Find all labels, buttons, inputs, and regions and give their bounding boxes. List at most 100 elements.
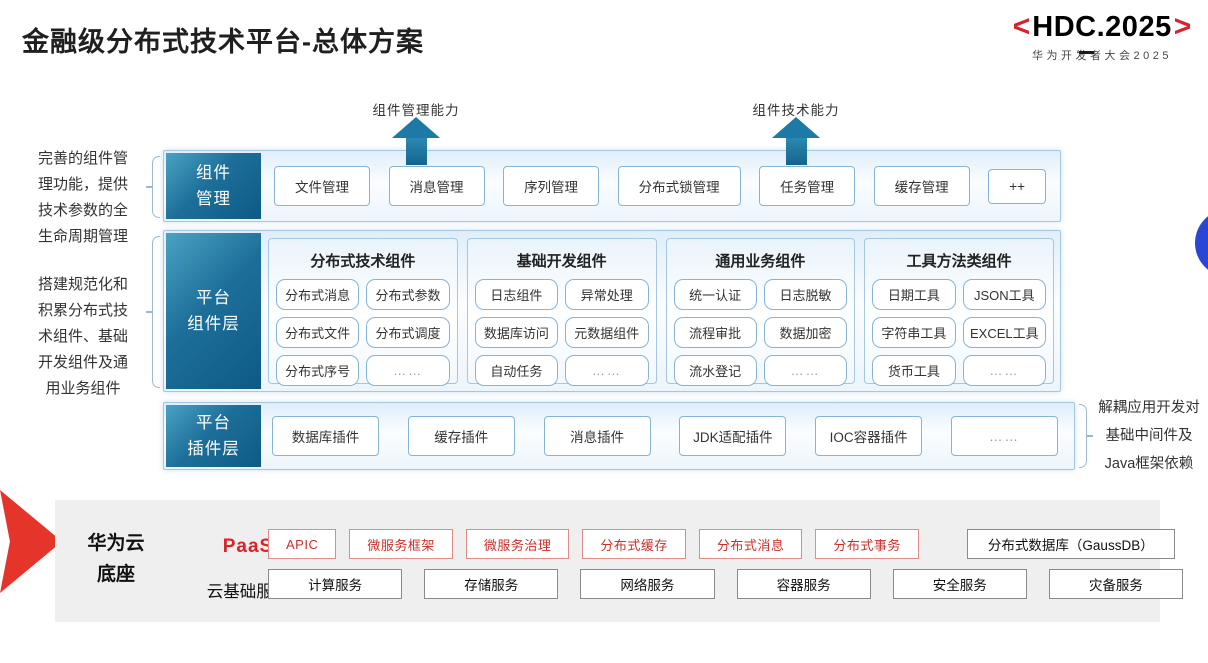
component-chip: 异常处理	[565, 279, 649, 310]
paas-items: APIC 微服务框架微服务治理分布式缓存分布式消息分布式事务 分布式数据库（Gau…	[268, 529, 1175, 559]
paas-chip: 微服务框架	[349, 529, 453, 559]
layer-label-platform-plugins: 平台 插件层	[166, 405, 261, 467]
component-chip: ……	[763, 355, 848, 386]
component-chip: 日志组件	[474, 279, 559, 310]
paas-label: PaaS	[222, 536, 274, 557]
up-arrow-technology-icon	[772, 117, 820, 165]
component-chip: 数据加密	[763, 317, 848, 348]
arrow-label-technology: 组件技术能力	[752, 103, 840, 118]
arrow-label-management: 组件管理能力	[372, 103, 460, 118]
row-component-management: 组件 管理 文件管理消息管理序列管理分布式锁管理任务管理缓存管理 ++	[163, 150, 1061, 222]
cloud-service-chip: 容器服务	[736, 569, 871, 599]
component-chip: 日期工具	[872, 279, 956, 310]
component-chip: ……	[366, 355, 450, 386]
paas-chip: 分布式事务	[815, 529, 919, 559]
group-title: 分布式技术组件	[310, 253, 416, 270]
plugin-chip: IOC容器插件	[815, 416, 923, 456]
component-chip: ……	[962, 355, 1046, 386]
cloud-service-items: 计算服务存储服务网络服务容器服务安全服务灾备服务	[268, 569, 1184, 599]
note-platform-components: 搭建规范化和 积累分布式技 术组件、基础 开发组件及通 用业务组件	[37, 276, 128, 397]
paas-chip: 分布式缓存	[582, 529, 686, 559]
component-chip: 字符串工具	[872, 317, 956, 348]
cloud-service-chip: 安全服务	[892, 569, 1027, 599]
group-grid: 统一认证日志脱敏流程审批数据加密流水登记……	[673, 279, 848, 386]
component-management-chip: 缓存管理	[873, 166, 970, 206]
component-chip: 流程审批	[673, 317, 757, 348]
arrow-stem	[405, 138, 427, 165]
group-distributed-tech: 分布式技术组件 分布式消息分布式参数分布式文件分布式调度分布式序号……	[268, 238, 458, 386]
component-chip: JSON工具	[962, 279, 1046, 310]
hdc-logo: < HDC.2025 > 华为开发者大会2025	[1000, 10, 1204, 63]
row-platform-components: 平台 组件层 分布式技术组件 分布式消息分布式参数分布式文件分布式调度分布式序号…	[163, 230, 1061, 392]
row-platform-plugins: 平台 插件层 数据库插件缓存插件消息插件 JDK适配插件 IOC容器插件 ……	[163, 402, 1075, 470]
blue-circle-decoration	[1195, 209, 1208, 277]
brace-component-management	[146, 156, 160, 218]
component-chip: 分布式序号	[276, 355, 360, 386]
brace-platform-components	[146, 236, 160, 388]
component-chip: 分布式消息	[276, 279, 360, 310]
component-chip: 自动任务	[474, 355, 559, 386]
plugin-chip: JDK适配插件	[679, 416, 787, 456]
arrow-head	[392, 117, 440, 138]
plugin-chip: 缓存插件	[407, 416, 515, 456]
cloud-service-chip: 网络服务	[580, 569, 715, 599]
logo-left-angle-icon: <	[1012, 10, 1031, 43]
logo-right-angle-icon: >	[1173, 10, 1192, 43]
layer-label-platform-components: 平台 组件层	[166, 233, 261, 389]
group-grid: 分布式消息分布式参数分布式文件分布式调度分布式序号……	[276, 279, 450, 386]
brace-platform-plugins	[1079, 404, 1093, 468]
arrow-head	[772, 117, 820, 138]
group-grid: 日志组件异常处理数据库访问元数据组件自动任务……	[474, 279, 649, 386]
component-management-chip: 任务管理	[759, 166, 856, 206]
page-title: 金融级分布式技术平台-总体方案	[22, 27, 424, 57]
red-chevron-icon	[0, 490, 62, 593]
group-basic-dev: 基础开发组件 日志组件异常处理数据库访问元数据组件自动任务……	[466, 238, 657, 386]
plugin-chip: 数据库插件	[272, 416, 379, 456]
component-chip: 数据库访问	[474, 317, 559, 348]
paas-chip: 分布式消息	[698, 529, 803, 559]
cloud-service-chip: 灾备服务	[1048, 569, 1184, 599]
component-management-chip: ++	[988, 168, 1046, 204]
component-chip: 日志脱敏	[763, 279, 848, 310]
component-chip: 元数据组件	[565, 317, 649, 348]
platform-component-groups: 分布式技术组件 分布式消息分布式参数分布式文件分布式调度分布式序号…… 基础开发…	[268, 238, 1054, 386]
component-management-chip: 文件管理	[274, 166, 370, 206]
arrow-stem	[785, 138, 807, 165]
layer-label-component-management: 组件 管理	[166, 153, 261, 219]
plugin-chip: ……	[950, 416, 1058, 456]
foundation-label: 华为云 底座	[87, 533, 145, 585]
group-title: 工具方法类组件	[906, 253, 1012, 270]
hdc-logo-wordmark: < HDC.2025 >	[1000, 10, 1204, 54]
cloud-service-chip: 存储服务	[424, 569, 559, 599]
group-title: 通用业务组件	[715, 253, 806, 270]
component-chip: ……	[565, 355, 649, 386]
component-management-items: 文件管理消息管理序列管理分布式锁管理任务管理缓存管理 ++	[274, 151, 1046, 221]
logo-subtitle: 华为开发者大会2025	[1032, 50, 1172, 62]
up-arrow-management-icon	[392, 117, 440, 165]
component-chip: 统一认证	[673, 279, 757, 310]
component-management-chip: 消息管理	[388, 166, 485, 206]
component-chip: 分布式调度	[366, 317, 450, 348]
component-chip: 货币工具	[872, 355, 956, 386]
component-chip: EXCEL工具	[962, 317, 1046, 348]
paas-chip: APIC	[268, 529, 337, 559]
gaussdb-chip: 分布式数据库（GaussDB）	[966, 529, 1175, 559]
logo-text: HDC.2025	[1032, 11, 1172, 43]
cloud-service-chip: 计算服务	[268, 569, 403, 599]
group-common-business: 通用业务组件 统一认证日志脱敏流程审批数据加密流水登记……	[665, 238, 856, 386]
component-chip: 分布式文件	[276, 317, 360, 348]
group-title: 基础开发组件	[516, 253, 607, 270]
plugin-chip: 消息插件	[543, 416, 651, 456]
paas-chip: 微服务治理	[465, 529, 570, 559]
component-management-chip: 序列管理	[503, 166, 600, 206]
component-management-chip: 分布式锁管理	[617, 166, 741, 206]
note-component-management: 完善的组件管 理功能，提供 技术参数的全 生命周期管理	[37, 150, 128, 245]
logo-c-underline	[1079, 51, 1094, 54]
paas-red-items: APIC 微服务框架微服务治理分布式缓存分布式消息分布式事务	[268, 529, 919, 559]
note-decoupling: 解耦应用开发对 基础中间件及 Java框架依赖	[1098, 400, 1200, 472]
component-chip: 分布式参数	[366, 279, 450, 310]
